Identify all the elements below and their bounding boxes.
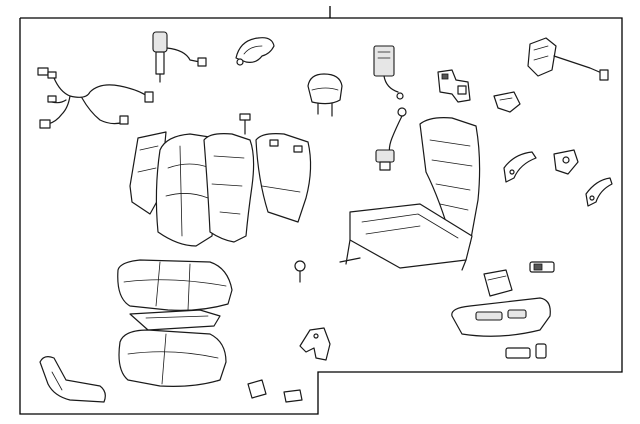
seat-hinge-cover [585, 177, 613, 207]
seat-cushion-pad [118, 329, 227, 387]
switch-knob [529, 261, 555, 273]
headrest [307, 73, 343, 117]
clip-bottom-left [247, 379, 267, 399]
recliner-cover-bracket [437, 69, 471, 103]
mounting-bolt [294, 260, 306, 283]
side-shield-bracket [553, 149, 579, 175]
recliner-lever [503, 151, 537, 183]
diagram-frame [19, 6, 623, 415]
power-seat-motor [527, 37, 609, 81]
clip-bottom-right [283, 389, 303, 403]
seat-cushion-cover [117, 259, 233, 311]
seat-frame-assembly [339, 117, 481, 271]
belt-guide-bracket [235, 37, 275, 66]
headrest-guide [239, 113, 251, 135]
seat-adjuster-bracket [483, 269, 513, 297]
side-trim-panel [39, 356, 106, 403]
seat-sensor-harness [375, 107, 407, 171]
trim-clip-top [493, 91, 521, 113]
wire-bracket [299, 327, 331, 361]
seatback-pad [203, 133, 255, 243]
power-switch-knob [505, 343, 547, 359]
cushion-board [129, 309, 221, 331]
wire-harness [37, 67, 154, 129]
seat-belt-buckle [152, 31, 207, 83]
seatback-frame-panel [255, 133, 312, 223]
side-shield-outer [451, 297, 551, 337]
airbag-module [373, 45, 404, 100]
